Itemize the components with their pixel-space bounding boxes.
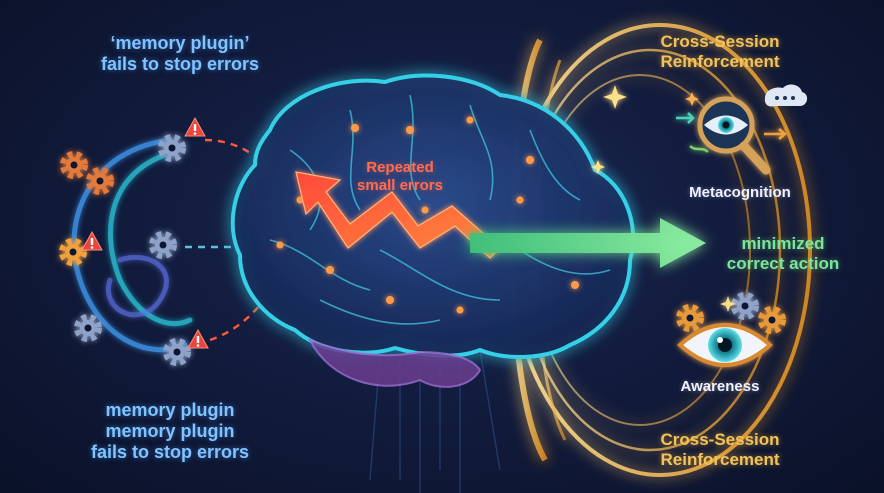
- repeated-errors-label: Repeated small errors: [330, 159, 470, 194]
- top-right-title: Cross-Session Reinforcement: [620, 32, 820, 72]
- metacognition-label: Metacognition: [689, 184, 791, 201]
- bottom-right-title: Cross-Session Reinforcement: [620, 430, 820, 470]
- minimized-action-label: minimized correct action: [708, 234, 858, 274]
- caption-line: ‘memory plugin’: [110, 33, 250, 53]
- title-line: Cross-Session: [660, 430, 780, 449]
- title-line: Cross-Session: [660, 32, 780, 51]
- caption-line: correct action: [726, 254, 840, 274]
- awareness-label: Awareness: [680, 378, 760, 395]
- caption-line: minimized: [741, 234, 825, 253]
- error-loop-swirl: [71, 137, 193, 353]
- action-arrow: [470, 218, 706, 268]
- eye-icon: [679, 295, 783, 367]
- magnifier-eye-icon: [676, 96, 787, 175]
- speech-bubble-icon: [764, 84, 808, 107]
- gear-icons-left: [62, 137, 188, 363]
- error-arrow: [295, 171, 501, 259]
- caption-line: fails to stop errors: [100, 54, 260, 75]
- top-left-caption: ‘memory plugin’ fails to stop errors: [60, 33, 300, 75]
- dashed-connectors: [185, 138, 277, 342]
- brain-icon: [230, 73, 636, 388]
- caption-line: small errors: [357, 176, 443, 194]
- title-line: Reinforcement: [660, 450, 780, 470]
- caption-line: memory plugin: [105, 400, 235, 420]
- title-line: Reinforcement: [660, 52, 780, 72]
- caption-line: memory plugin: [105, 421, 235, 442]
- caption-line: fails to stop errors: [90, 442, 250, 463]
- sparkle-icon: [591, 85, 736, 312]
- bottom-left-caption: memory plugin memory plugin fails to sto…: [40, 400, 300, 464]
- caption-line: Repeated: [366, 159, 434, 176]
